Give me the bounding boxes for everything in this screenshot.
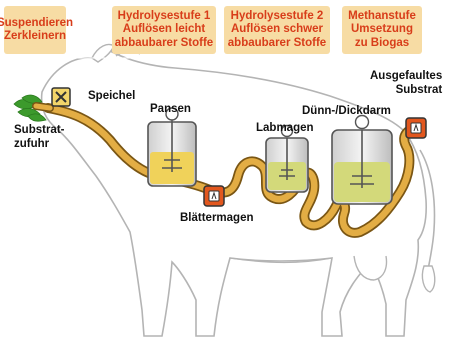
stage-hydrolyse-1-text: Hydrolysestufe 1 Auflösen leicht abbauba… xyxy=(115,10,213,51)
stage-hydrolyse-1: Hydrolysestufe 1 Auflösen leicht abbauba… xyxy=(112,6,216,54)
mixer-pump-icon xyxy=(52,88,70,106)
label-pansen: Pansen xyxy=(150,103,191,117)
label-speichel: Speichel xyxy=(88,90,135,104)
label-duenn-dickdarm: Dünn-/Dickdarm xyxy=(302,105,391,119)
label-blaettermagen: Blättermagen xyxy=(180,212,254,226)
cow-tail-tip xyxy=(422,266,434,292)
stage-suspendieren-text: Suspendieren Zerkleinern xyxy=(0,17,73,44)
stage-hydrolyse-2: Hydrolysestufe 2 Auflösen schwer abbauba… xyxy=(224,6,330,54)
label-substrat-zufuhr: Substrat- zufuhr xyxy=(14,124,64,151)
label-ausgefaultes-substrat: Ausgefaultes Substrat xyxy=(370,70,442,97)
pump-blaettermagen-icon xyxy=(204,186,224,206)
stage-methan: Methanstufe Umsetzung zu Biogas xyxy=(342,6,422,54)
stage-methan-text: Methanstufe Umsetzung zu Biogas xyxy=(348,10,416,51)
label-labmagen: Labmagen xyxy=(256,122,314,136)
pump-output-icon xyxy=(406,118,426,138)
stage-hydrolyse-2-text: Hydrolysestufe 2 Auflösen schwer abbauba… xyxy=(228,10,326,51)
stage-suspendieren: Suspendieren Zerkleinern xyxy=(4,6,66,54)
